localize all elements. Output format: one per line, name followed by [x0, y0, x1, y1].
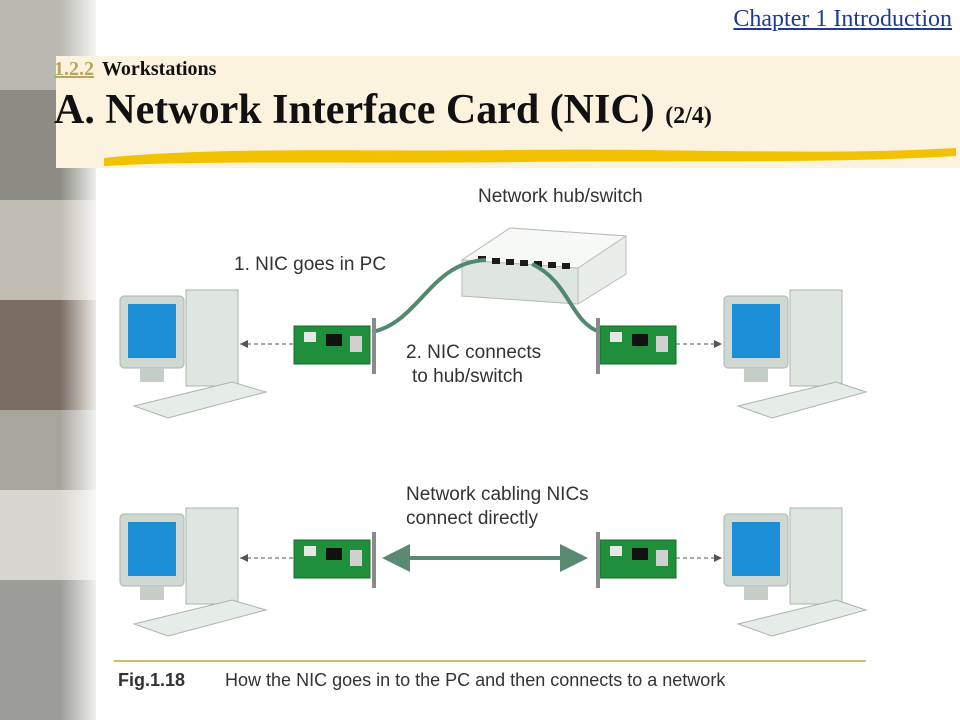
nic-card-top-right [596, 318, 677, 374]
section-title: Workstations [102, 58, 217, 80]
step2-label-line1: 2. NIC connects [406, 342, 541, 363]
page-title-text: A. Network Interface Card (NIC) [54, 87, 655, 133]
direct-connection-arrow [382, 544, 588, 572]
title-background [56, 56, 960, 168]
direct-label-line2: connect directly [406, 508, 539, 529]
chapter-link[interactable]: Chapter 1 Introduction [733, 6, 952, 32]
page-title: A. Network Interface Card (NIC) (2/4) [54, 86, 712, 134]
caption-rule [114, 660, 866, 662]
figure-caption: Fig.1.18 How the NIC goes in to the PC an… [118, 670, 725, 691]
nic-diagram: Network hub/switch 1. NIC goes in PC 2. … [119, 186, 868, 637]
step2-label-line2: to hub/switch [412, 366, 523, 387]
section-number: 1.2.2 [54, 58, 94, 80]
step1-label: 1. NIC goes in PC [234, 254, 386, 275]
yellow-highlight-stroke [104, 148, 956, 166]
pc-top-right [723, 289, 868, 419]
nic-card-bottom-left [293, 532, 376, 588]
pc-top-left [119, 289, 268, 419]
pc-bottom-left [119, 507, 268, 637]
page-title-part: (2/4) [665, 103, 712, 129]
nic-card-bottom-right [596, 532, 677, 588]
caption-text: How the NIC goes in to the PC and then c… [225, 670, 726, 690]
pc-bottom-right [723, 507, 868, 637]
section-heading: 1.2.2 Workstations [54, 58, 216, 81]
nic-card-top-left [293, 318, 376, 374]
cable-left [371, 258, 487, 334]
caption-number: Fig.1.18 [118, 670, 186, 690]
direct-label-line1: Network cabling NICs [406, 484, 589, 505]
network-switch [460, 227, 628, 305]
cable-right [531, 262, 601, 334]
hub-label: Network hub/switch [478, 186, 643, 207]
